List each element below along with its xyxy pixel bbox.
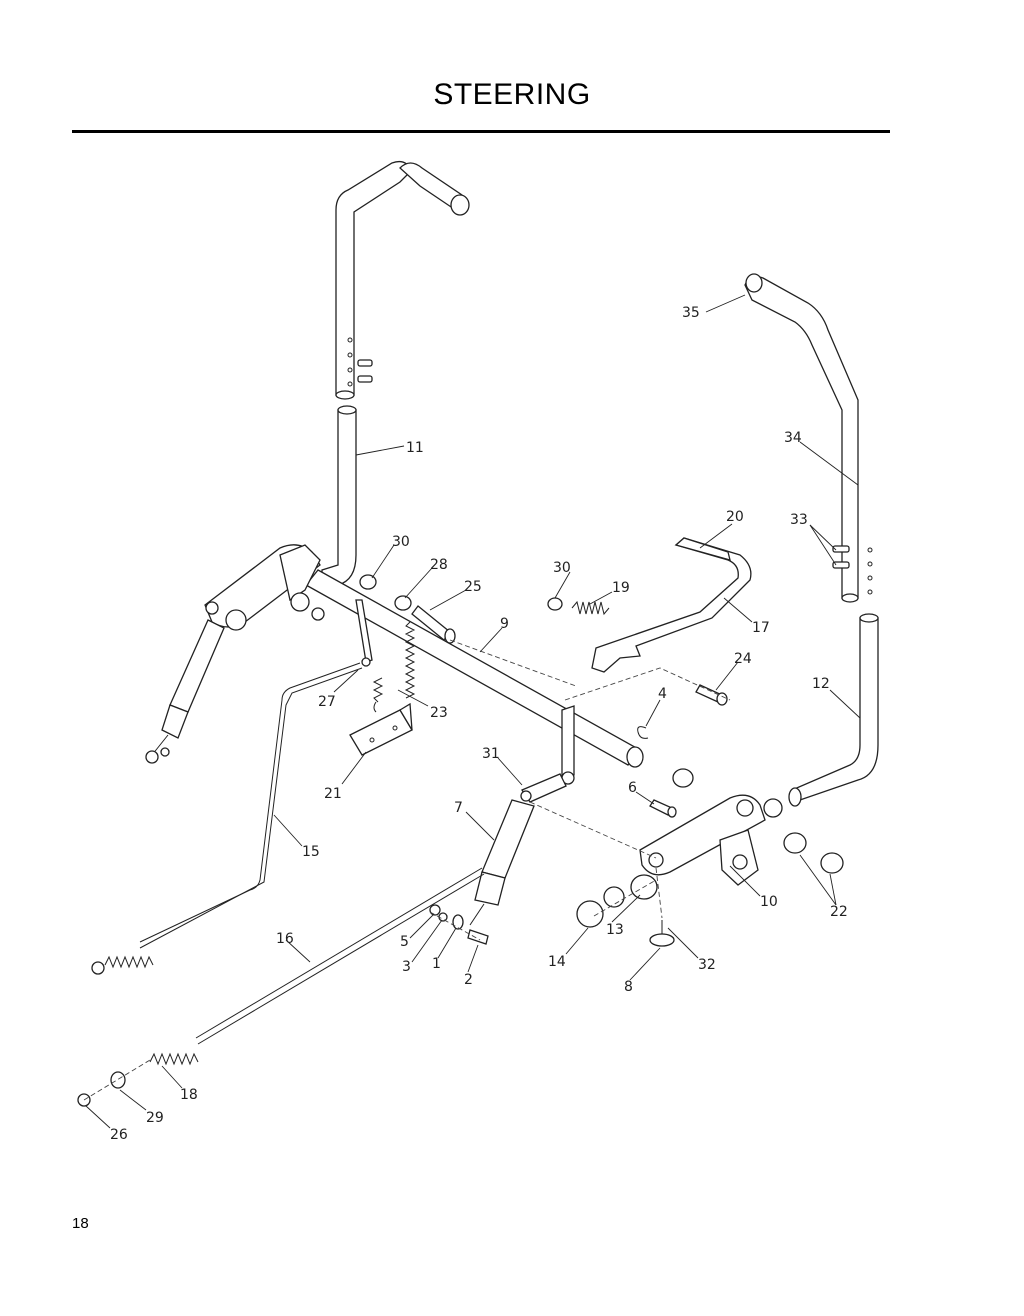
- bushing-6: [649, 799, 677, 818]
- left-handle-bolts: [357, 359, 373, 383]
- callout-19: 19: [612, 580, 630, 596]
- left-handle-upper: [335, 160, 470, 400]
- left-lever-tube: [321, 405, 357, 586]
- right-handle-upper: [744, 273, 873, 603]
- right-pivot-bracket: [639, 794, 766, 886]
- spring-18: [149, 1052, 199, 1066]
- callout-33: 33: [790, 512, 808, 528]
- callout-27: 27: [318, 694, 336, 710]
- callout-25: 25: [464, 579, 482, 595]
- spring-anchor-bracket: [349, 702, 413, 756]
- callout-17: 17: [752, 620, 770, 636]
- spring-bracket-arm: [355, 599, 373, 667]
- washer-29: [110, 1071, 126, 1089]
- callout-6: 6: [628, 780, 637, 796]
- callout-5: 5: [400, 934, 409, 950]
- left-pivot-bracket: [204, 544, 325, 631]
- callout-23: 23: [430, 705, 448, 721]
- callout-18: 18: [180, 1087, 198, 1103]
- callout-16: 16: [276, 931, 294, 947]
- callout-12: 12: [812, 676, 830, 692]
- stud-32: [649, 920, 675, 947]
- bushing-30-left: [359, 574, 377, 590]
- compression-spring-19: [571, 600, 610, 616]
- page-title: STEERING: [433, 78, 591, 111]
- extension-spring: [372, 621, 416, 713]
- bushing-30-right: [547, 597, 563, 611]
- callout-labels: 35 11 34 30 28 25 30 19 20 33 9 17 24 12…: [110, 305, 848, 1143]
- callout-34: 34: [784, 430, 802, 446]
- callout-8: 8: [624, 979, 633, 995]
- callout-30: 30: [392, 534, 410, 550]
- page-number: 18: [72, 1215, 89, 1232]
- link-rod-15: [139, 662, 363, 949]
- callout-14: 14: [548, 954, 566, 970]
- title-divider: [72, 130, 890, 133]
- callout-4: 4: [658, 686, 667, 702]
- bushing-28: [394, 595, 412, 611]
- right-handle-bolts: [832, 545, 850, 569]
- callout-31: 31: [482, 746, 500, 762]
- right-damper: [469, 799, 535, 926]
- callout-32: 32: [698, 957, 716, 973]
- callout-13: 13: [606, 922, 624, 938]
- callout-21: 21: [324, 786, 342, 802]
- callout-1: 1: [432, 956, 441, 972]
- callout-11: 11: [406, 440, 424, 456]
- callout-29: 29: [146, 1110, 164, 1126]
- nut-14: [576, 900, 604, 928]
- bushing-22-c: [820, 852, 844, 874]
- callout-10: 10: [760, 894, 778, 910]
- callout-15: 15: [302, 844, 320, 860]
- callout-9: 9: [500, 616, 509, 632]
- alignment-lines: [83, 639, 731, 1101]
- link-rod-16: [195, 867, 485, 1045]
- callout-30: 30: [553, 560, 571, 576]
- hardware-5-3-1-2: [429, 904, 489, 945]
- parking-brake-lever: [591, 537, 752, 673]
- bolt-24: [695, 684, 728, 706]
- bushing-13: [603, 874, 658, 908]
- rod-spring-left: [91, 955, 154, 975]
- right-lever-tube: [788, 613, 879, 807]
- callout-7: 7: [454, 800, 463, 816]
- bushing-22-b: [783, 832, 807, 854]
- shaft-end-bushing: [672, 768, 694, 788]
- callout-26: 26: [110, 1127, 128, 1143]
- shaft-arm-right: [561, 705, 575, 785]
- callout-28: 28: [430, 557, 448, 573]
- callout-35: 35: [682, 305, 700, 321]
- left-damper: [145, 619, 225, 764]
- bushing-22-a: [763, 798, 783, 818]
- bolt-25: [411, 605, 456, 644]
- callout-22: 22: [830, 904, 848, 920]
- callout-leaders: [85, 294, 861, 1129]
- ball-joint-31: [520, 773, 567, 803]
- callout-20: 20: [726, 509, 744, 525]
- e-clip-4: [637, 726, 649, 739]
- callout-3: 3: [402, 959, 411, 975]
- callout-2: 2: [464, 972, 473, 988]
- callout-24: 24: [734, 651, 752, 667]
